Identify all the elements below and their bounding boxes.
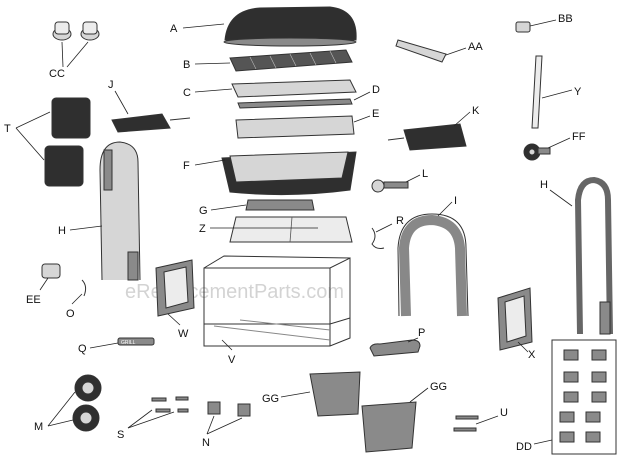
part-h-leg-left [99,141,141,281]
part-f-firebox [221,151,357,196]
label-i: I [454,195,457,207]
part-k-shelf [387,123,467,151]
part-dd-hardware [551,339,617,455]
label-z: Z [199,223,206,235]
label-m: M [34,421,43,433]
label-gg-right: GG [430,381,447,393]
part-t-tanks [44,97,91,187]
part-e-plate [235,115,355,139]
label-b: B [183,59,190,71]
label-g: G [199,205,208,217]
part-x-panel [497,287,533,351]
label-h-left: H [58,225,66,237]
label-l: L [422,168,428,180]
part-b-grate [229,49,353,72]
label-r: R [396,215,404,227]
label-n: N [202,437,210,449]
label-k: K [472,105,480,117]
part-u-screws [453,415,479,432]
part-ff-knob [523,143,551,161]
label-y: Y [574,86,582,98]
part-y-rod [531,55,543,129]
part-r-wire [371,227,385,249]
label-bb: BB [558,13,573,25]
label-gg-left: GG [262,393,279,405]
label-e: E [372,108,379,120]
part-bb-clip [515,21,531,33]
part-m-wheels [72,374,102,432]
part-o-hook [81,279,87,297]
part-h-leg-right [574,176,613,335]
label-ee: EE [26,294,41,306]
part-v-frame [203,255,351,347]
label-ff: FF [572,131,586,143]
part-j-shelf [111,113,191,133]
label-o: O [66,308,75,320]
part-i-frame [397,213,469,317]
label-aa: AA [468,41,483,53]
label-p: P [418,327,425,339]
part-g-tray [245,199,315,211]
part-aa-bar [395,39,447,63]
part-l-valve [371,179,409,193]
grill-lid-text: GRILL [121,340,136,346]
part-gg-buckets [309,371,417,453]
label-cc: CC [49,68,65,80]
label-f: F [183,160,190,172]
part-s-bolts [151,396,189,413]
label-u: U [500,407,508,419]
label-c: C [183,87,191,99]
part-d-strip [237,98,353,109]
part-n-brackets [207,401,251,417]
label-v: V [228,354,236,366]
part-z-shelf [229,216,353,243]
label-w: W [178,328,189,340]
label-x: X [528,349,536,361]
part-p-handle [369,339,421,357]
label-dd: DD [516,441,532,453]
label-s: S [117,429,124,441]
label-d: D [372,84,380,96]
part-ee-clip [41,263,61,279]
part-q-handle: GRILL [117,337,155,346]
label-h-right: H [540,179,548,191]
part-a-lid [223,6,357,47]
label-a: A [170,23,178,35]
part-cc-caps [52,21,100,41]
part-w-panel [155,259,195,317]
label-q: Q [78,343,87,355]
part-c-pan [231,79,357,98]
label-j: J [108,79,114,91]
label-t: T [4,123,11,135]
